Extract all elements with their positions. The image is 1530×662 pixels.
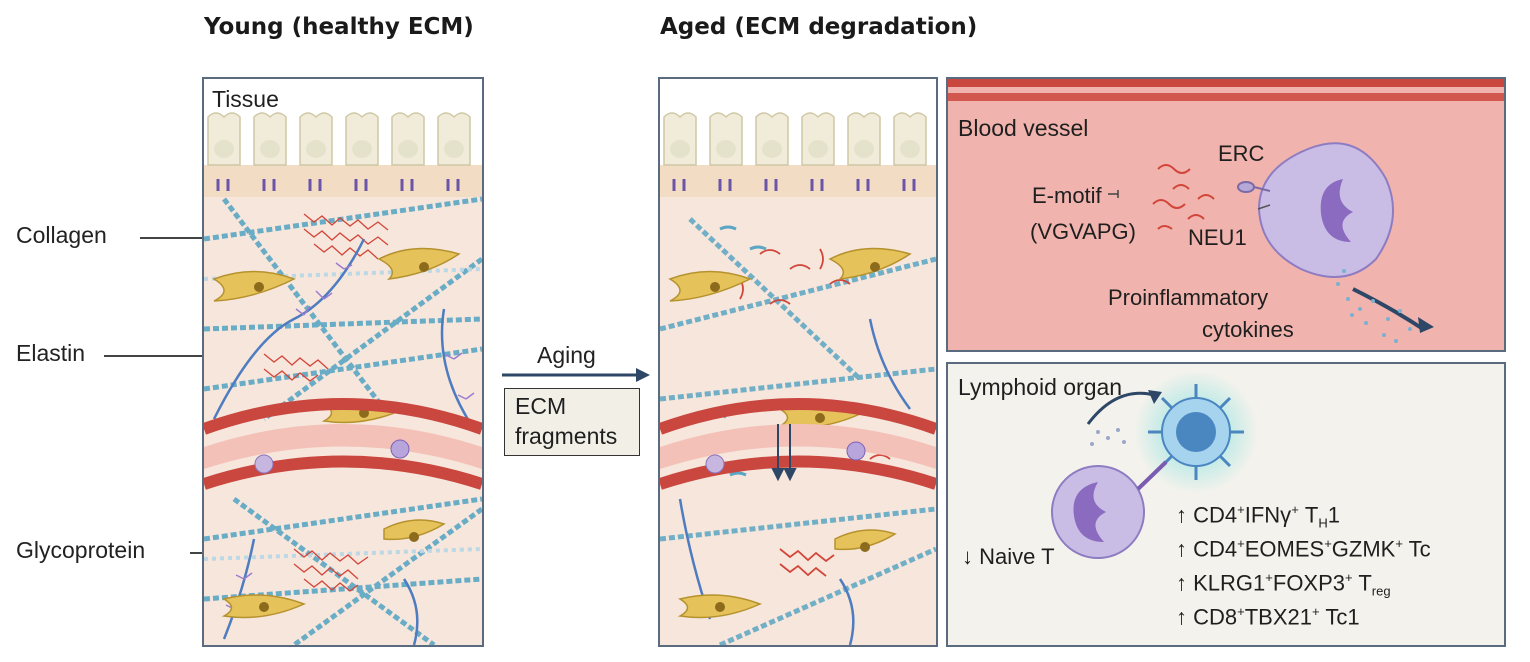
cell-type: Tc bbox=[1408, 536, 1431, 562]
glycoprotein-label: Glycoprotein bbox=[16, 537, 146, 563]
marker: CD4 bbox=[1193, 502, 1238, 528]
cell-type: T bbox=[1358, 570, 1372, 596]
marker: FOXP3 bbox=[1272, 570, 1346, 596]
ecm-fragments-line1: ECM bbox=[515, 393, 567, 419]
marker: IFNγ bbox=[1244, 502, 1292, 528]
lymphoid-illustration bbox=[1051, 370, 1258, 559]
ecm-fragments-box: ECM fragments bbox=[504, 388, 640, 456]
marker: TBX21 bbox=[1244, 604, 1312, 630]
cytokines-label-line2: cytokines bbox=[1202, 317, 1294, 342]
cell-type: Tc1 bbox=[1325, 604, 1360, 630]
marker: KLRG1 bbox=[1193, 570, 1266, 596]
up-arrow-icon: ↑ bbox=[1176, 536, 1187, 562]
e-motif-label: E-motif bbox=[1032, 183, 1102, 208]
phenotype-tc1: ↑ CD8+TBX21+ Tc1 bbox=[1176, 604, 1360, 630]
marker: CD8 bbox=[1193, 604, 1238, 630]
cytokines-label-line1: Proinflammatory bbox=[1108, 285, 1269, 310]
aged-title: Aged (ECM degradation) bbox=[660, 14, 978, 40]
erc-label: ERC bbox=[1218, 141, 1265, 166]
naive-t-label: ↓ Naive T bbox=[962, 544, 1055, 569]
blood-vessel-illustration bbox=[948, 79, 1504, 343]
blood-vessel-panel: Blood vessel ERC E-motif (VGVAPG) NEU1 P… bbox=[946, 77, 1506, 352]
young-ecm-illustration bbox=[204, 79, 482, 645]
elastin-label: Elastin bbox=[16, 340, 86, 366]
up-arrow-icon: ↑ bbox=[1176, 502, 1187, 528]
young-title: Young (healthy ECM) bbox=[204, 14, 474, 40]
lymphoid-organ-panel: Lymphoid organ ↓ Naive T ↑ CD4+IFNγ+ TH1… bbox=[946, 362, 1506, 647]
collagen-leader bbox=[140, 237, 212, 239]
cell-type-subscript: H bbox=[1318, 515, 1328, 531]
up-arrow-icon: ↑ bbox=[1176, 570, 1187, 596]
marker: EOMES bbox=[1244, 536, 1325, 562]
phenotype-th1: ↑ CD4+IFNγ+ TH1 bbox=[1176, 502, 1340, 531]
elastin-leader bbox=[104, 355, 282, 357]
tissue-label: Tissue bbox=[212, 86, 279, 112]
ecm-fragments-line2: fragments bbox=[515, 423, 618, 449]
young-ecm-panel bbox=[202, 77, 484, 647]
cell-type: T bbox=[1304, 502, 1319, 528]
up-arrow-icon: ↑ bbox=[1176, 604, 1187, 630]
neu1-label: NEU1 bbox=[1188, 225, 1247, 250]
cell-type-suffix: 1 bbox=[1327, 502, 1340, 528]
aging-arrow bbox=[502, 368, 650, 382]
blood-vessel-title: Blood vessel bbox=[958, 115, 1089, 141]
aged-ecm-illustration bbox=[660, 79, 936, 645]
lymphoid-title: Lymphoid organ bbox=[958, 374, 1123, 400]
cell-type-subscript: reg bbox=[1371, 583, 1391, 599]
phenotype-treg: ↑ KLRG1+FOXP3+ Treg bbox=[1176, 570, 1391, 599]
aged-ecm-panel bbox=[658, 77, 938, 647]
phenotype-tc: ↑ CD4+EOMES+GZMK+ Tc bbox=[1176, 536, 1431, 562]
marker: CD4 bbox=[1193, 536, 1238, 562]
collagen-label: Collagen bbox=[16, 222, 107, 248]
aging-label: Aging bbox=[537, 342, 596, 368]
e-motif-sequence-label: (VGVAPG) bbox=[1030, 219, 1136, 244]
marker: GZMK bbox=[1331, 536, 1396, 562]
